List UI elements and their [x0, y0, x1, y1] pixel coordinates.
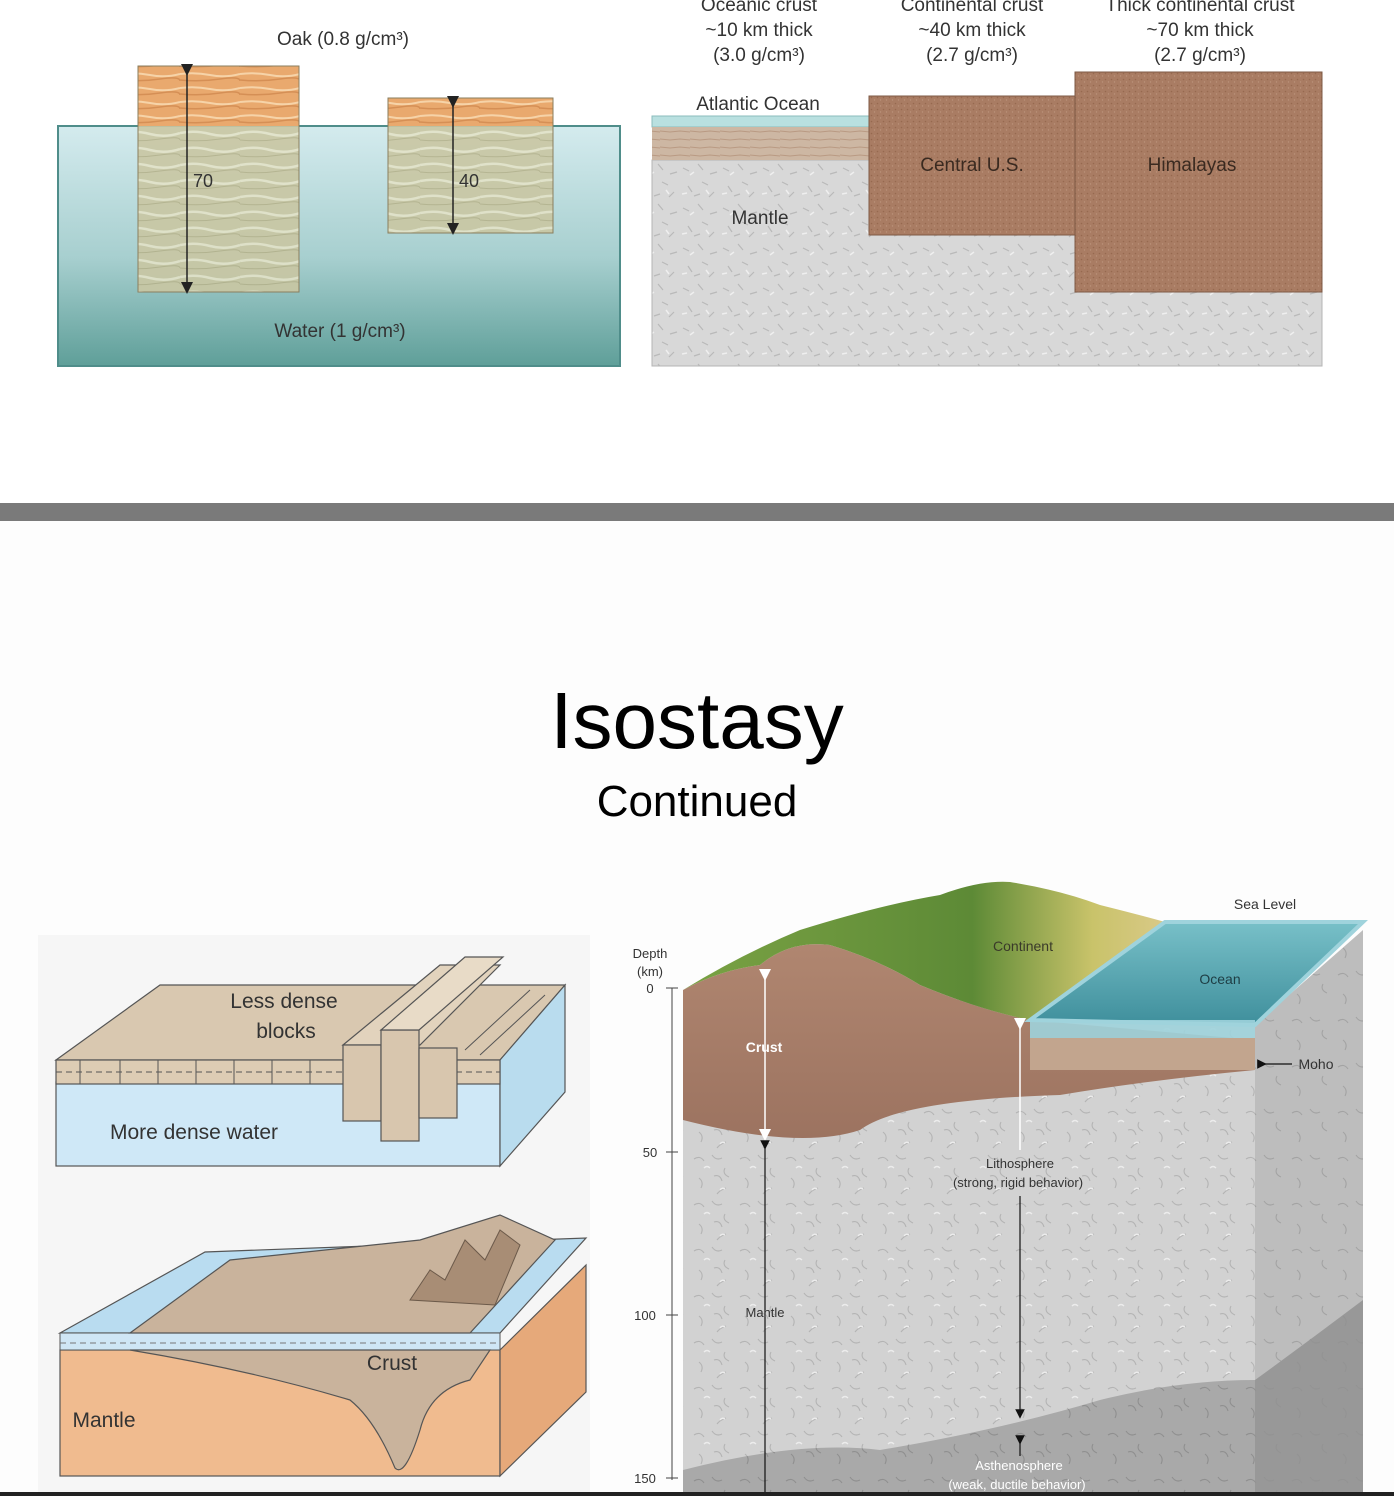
- lithosphere-label-line1: Lithosphere: [986, 1156, 1054, 1171]
- himalayas-label: Himalayas: [1148, 155, 1237, 176]
- depth-label-line2: (km): [637, 964, 663, 979]
- slide-divider: [0, 503, 1394, 521]
- continent-surface: [683, 881, 1165, 1020]
- asthenosphere-label-line2: (weak, ductile behavior): [948, 1477, 1085, 1492]
- block-40-label: 40: [459, 171, 479, 191]
- svg-text:(3.0 g/cm³): (3.0 g/cm³): [713, 45, 805, 66]
- page-subtitle: Continued: [596, 777, 798, 826]
- crust-root: [129, 1349, 492, 1471]
- lithosphere-label-line2: (strong, rigid behavior): [953, 1175, 1083, 1190]
- water-side: [499, 983, 566, 1168]
- thick-continental-header: Thick continental crust ~70 km thick (2.…: [1105, 0, 1295, 66]
- water-label: Water (1 g/cm³): [274, 321, 405, 342]
- mantle-label-left: Mantle: [72, 1409, 135, 1432]
- crust-layer-label: Crust: [746, 1039, 783, 1055]
- depth-tick-100: 100: [634, 1308, 656, 1323]
- svg-text:~10 km thick: ~10 km thick: [705, 20, 813, 41]
- central-us-crust: [868, 95, 1076, 236]
- oak-block-70-outline: [137, 65, 300, 293]
- crust-mantle-diagram: Crust Mantle: [57, 1214, 588, 1478]
- crust-label: Crust: [367, 1352, 417, 1375]
- more-dense-water-label: More dense water: [110, 1121, 278, 1144]
- less-dense-label-line1: Less dense: [230, 990, 337, 1013]
- mountain-range: [409, 1229, 521, 1306]
- oak-label: Oak (0.8 g/cm³): [277, 29, 409, 50]
- earth-cross-section: Depth (km) 0 50 100 150 Sea Level Contin…: [633, 881, 1368, 1496]
- continent-label: Continent: [993, 938, 1053, 954]
- crust-layer: [683, 944, 1255, 1138]
- oak-block-40-above: [388, 98, 553, 126]
- sea-level-label: Sea Level: [1234, 896, 1296, 912]
- moho-label: Moho: [1298, 1056, 1333, 1072]
- continental-header: Continental crust ~40 km thick (2.7 g/cm…: [901, 0, 1044, 66]
- oak-block-70-submerged: [138, 126, 299, 292]
- depth-tick-50: 50: [643, 1145, 657, 1160]
- mantle-layer-label: Mantle: [745, 1305, 784, 1320]
- top-slide: 70 40 Oak (0.8 g/cm³) Water (1 g/cm³) Oc…: [0, 0, 1394, 503]
- block-70-label: 70: [193, 171, 213, 191]
- depth-tick-150: 150: [634, 1471, 656, 1486]
- tall-block-2: [380, 1029, 420, 1142]
- isostasy-figure-top: 70 40 Oak (0.8 g/cm³) Water (1 g/cm³) Oc…: [57, 0, 1323, 367]
- himalayas-crust: [1074, 71, 1323, 293]
- svg-text:(2.7 g/cm³): (2.7 g/cm³): [926, 45, 1018, 66]
- depth-tick-0: 0: [646, 981, 653, 996]
- blocks-in-water-diagram: Less dense blocks More dense water: [54, 956, 567, 1168]
- central-us-label: Central U.S.: [920, 155, 1023, 176]
- mantle-side: [499, 1263, 587, 1478]
- svg-text:Continental crust: Continental crust: [901, 0, 1044, 16]
- ocean-label: Ocean: [1199, 971, 1240, 987]
- oak-block-40-outline: [387, 97, 554, 234]
- svg-text:~40 km thick: ~40 km thick: [918, 20, 1026, 41]
- oceanic-header: Oceanic crust ~10 km thick (3.0 g/cm³): [701, 0, 818, 66]
- crust-top-surface: [128, 1214, 556, 1334]
- less-dense-label-line2: blocks: [256, 1020, 316, 1043]
- depth-label-line1: Depth: [633, 946, 668, 961]
- svg-text:~70 km thick: ~70 km thick: [1146, 20, 1254, 41]
- tall-block-3: [418, 1047, 458, 1119]
- isostasy-figure-bottom: Less dense blocks More dense water Crust…: [38, 881, 1368, 1496]
- oceanic-crust-band: [1030, 1038, 1255, 1070]
- bottom-edge-bar: [0, 1492, 1394, 1496]
- svg-text:Oceanic crust: Oceanic crust: [701, 0, 818, 16]
- atlantic-label: Atlantic Ocean: [696, 94, 820, 115]
- oak-block-40-submerged: [388, 126, 553, 233]
- asthenosphere-label-line1: Asthenosphere: [975, 1458, 1062, 1473]
- oceanic-crust: [652, 127, 869, 160]
- svg-text:Thick continental crust: Thick continental crust: [1105, 0, 1295, 16]
- bottom-slide: Isostasy Continued: [0, 521, 1394, 1496]
- atlantic-water: [651, 115, 870, 128]
- asthenosphere-front: [683, 1380, 1255, 1496]
- page-title: Isostasy: [550, 676, 844, 765]
- oak-block-70-above: [138, 66, 299, 126]
- mantle-label-top: Mantle: [731, 208, 788, 229]
- tall-block-1: [342, 1044, 382, 1122]
- svg-text:(2.7 g/cm³): (2.7 g/cm³): [1154, 45, 1246, 66]
